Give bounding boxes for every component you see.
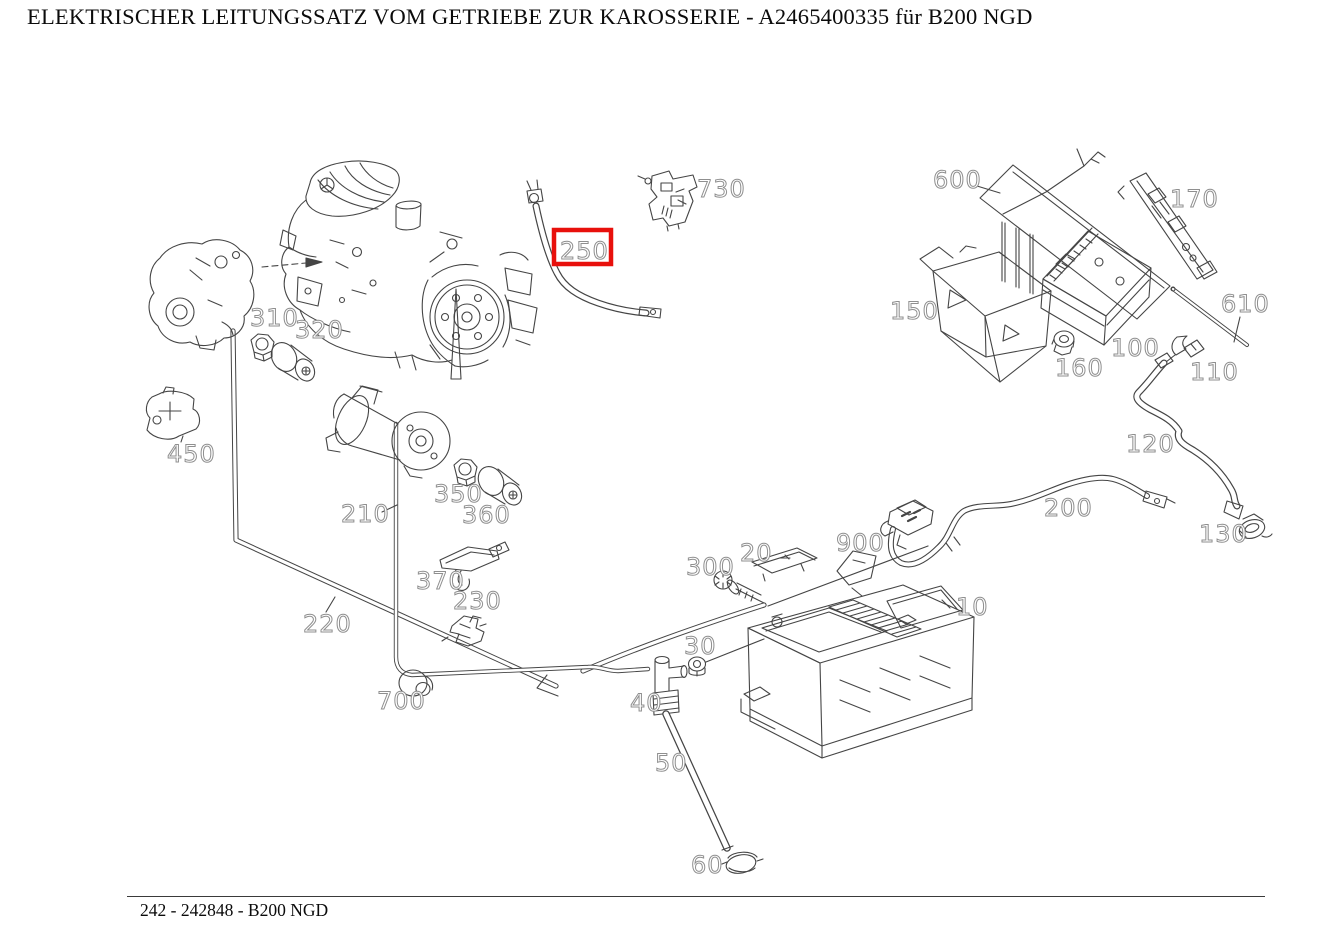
part-label-200[interactable]: 200 [1044,494,1093,523]
nut-310-drawing [250,333,275,362]
cover-panel-600-drawing [979,148,1171,320]
part-label-40[interactable]: 40 [630,689,663,718]
part-label-730[interactable]: 730 [697,175,746,204]
part-label-600[interactable]: 600 [933,166,982,195]
ground-strap-250-drawing [526,179,662,319]
bracket-370-drawing [439,541,510,591]
part-label-220[interactable]: 220 [303,610,352,639]
bolt-160-drawing [1051,330,1075,356]
bolt-300-drawing [713,570,765,604]
part-label-370[interactable]: 370 [416,567,465,596]
part-label-320[interactable]: 320 [295,316,344,345]
ground-cable-220-drawing [230,328,559,697]
vent-hose-50-drawing [662,710,734,852]
part-label-210[interactable]: 210 [341,500,390,529]
terminal-clamp-drawing [880,499,934,550]
clamp-730-drawing [637,170,698,232]
elbow-40-drawing [652,655,688,716]
battery-10-drawing [740,584,975,759]
cable-200-drawing [887,474,1176,568]
page-title: ELEKTRISCHER LEITUNGSSATZ VOM GETRIEBE Z… [27,4,1033,29]
part-label-120[interactable]: 120 [1126,430,1175,459]
bushing-360-drawing [477,466,523,506]
part-label-50[interactable]: 50 [655,749,688,778]
part-label-360[interactable]: 360 [462,501,511,530]
hose-120-drawing [1133,352,1244,520]
bracket-450-drawing [145,386,201,443]
part-label-310[interactable]: 310 [250,304,299,333]
plate-20-drawing [751,547,818,582]
cap-60-drawing [721,851,764,874]
part-label-30[interactable]: 30 [684,632,717,661]
part-label-250[interactable]: 250 [560,237,609,266]
part-label-700[interactable]: 700 [377,687,426,716]
battery-100-drawing [1040,227,1152,346]
part-label-350[interactable]: 350 [434,480,483,509]
part-label-100[interactable]: 100 [1111,334,1160,363]
leader-lines [325,185,1241,663]
part-label-130[interactable]: 130 [1199,520,1248,549]
part-label-150[interactable]: 150 [890,297,939,326]
part-label-10[interactable]: 10 [956,593,989,622]
part-label-20[interactable]: 20 [740,539,773,568]
part-label-160[interactable]: 160 [1055,354,1104,383]
highlight-box-250 [551,227,614,267]
footer-text: 242 - 242848 - B200 NGD [140,900,329,920]
nut-30-drawing [687,656,707,677]
bushing-320-drawing [270,342,316,382]
footer-divider [127,896,1265,897]
engine-drawing [261,160,538,380]
cable-to-battery-drawing [580,602,767,674]
part-label-170[interactable]: 170 [1170,185,1219,214]
part-label-610[interactable]: 610 [1221,290,1270,319]
nut-350-drawing [453,458,478,487]
part-label-230[interactable]: 230 [453,587,502,616]
cap-130-drawing [1238,513,1273,540]
part-label-450[interactable]: 450 [167,440,216,469]
part-label-300[interactable]: 300 [686,553,735,582]
clip-230-drawing [441,615,487,647]
starter-cable-210-drawing [393,421,651,678]
rod-610-drawing [1170,286,1249,347]
battery-tray-150-drawing [919,245,1052,383]
grommet-700-drawing [398,669,434,697]
part-label-60[interactable]: 60 [691,851,724,880]
rail-170-drawing [1117,172,1218,280]
alternator-drawing [148,239,255,351]
starter-drawing [325,385,451,479]
part-label-110[interactable]: 110 [1190,358,1239,387]
part-label-900[interactable]: 900 [836,529,885,558]
